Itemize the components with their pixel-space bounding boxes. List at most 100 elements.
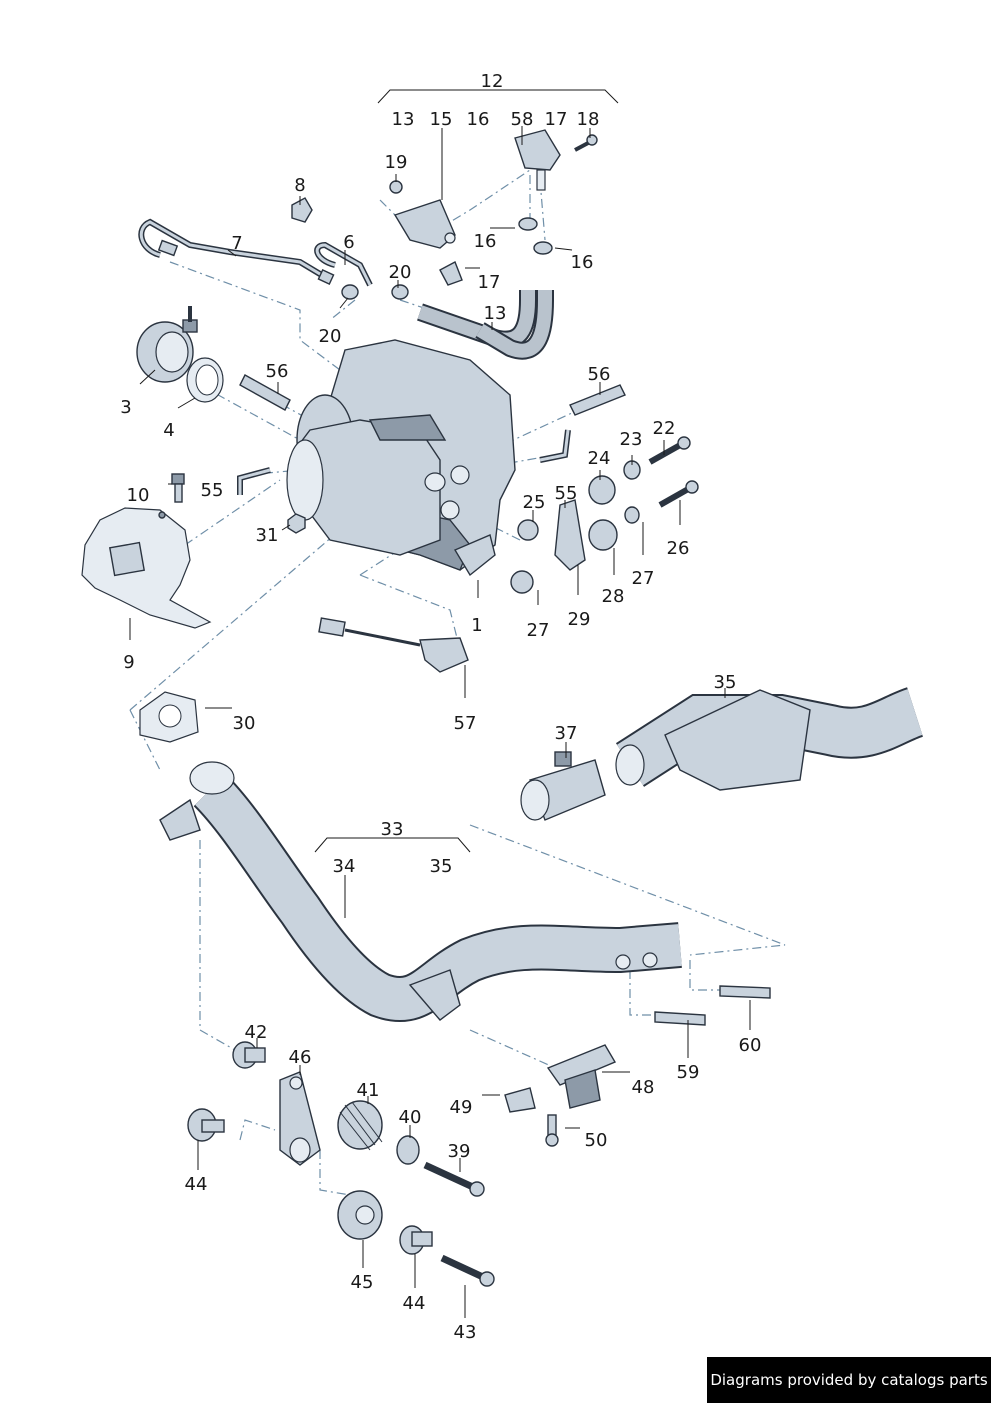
- bolt-43[interactable]: [440, 1254, 495, 1287]
- clip-nut[interactable]: [504, 1087, 536, 1113]
- callout-7[interactable]: 7: [231, 233, 242, 254]
- callout-35[interactable]: 35: [430, 856, 453, 877]
- bolt-39[interactable]: [423, 1161, 485, 1197]
- sensor-screw[interactable]: [574, 134, 598, 152]
- particulate-filter[interactable]: [286, 339, 516, 577]
- callout-33[interactable]: 33: [381, 819, 404, 840]
- mount-bolt[interactable]: [648, 436, 699, 508]
- nut[interactable]: [287, 513, 306, 534]
- callout-12[interactable]: 12: [481, 71, 504, 92]
- callout-34[interactable]: 34: [333, 856, 356, 877]
- callout-23[interactable]: 23: [620, 429, 643, 450]
- mount-bracket[interactable]: [554, 499, 586, 571]
- callout-35[interactable]: 35: [714, 672, 737, 693]
- front-pipe[interactable]: [159, 761, 682, 1022]
- sensor-pipe-right[interactable]: [539, 429, 571, 463]
- screw[interactable]: [171, 473, 185, 503]
- vacuum-hose[interactable]: [417, 290, 554, 360]
- callout-17[interactable]: 17: [545, 109, 568, 130]
- spacer-sleeve-42[interactable]: [232, 1041, 266, 1069]
- callout-29[interactable]: 29: [568, 609, 591, 630]
- sensor-pipe-left[interactable]: [237, 467, 271, 495]
- callout-22[interactable]: 22: [653, 418, 676, 439]
- hex-bolt-50[interactable]: [545, 1114, 559, 1147]
- rubber-mount[interactable]: [588, 475, 618, 551]
- callout-49[interactable]: 49: [450, 1097, 473, 1118]
- washer-40[interactable]: [396, 1135, 420, 1165]
- clip-small[interactable]: [389, 180, 403, 194]
- catalytic-converter[interactable]: [615, 687, 924, 791]
- callout-16[interactable]: 16: [571, 252, 594, 273]
- spring-41[interactable]: [337, 1100, 383, 1151]
- gasket[interactable]: [186, 357, 224, 403]
- heat-shield[interactable]: [81, 507, 212, 629]
- pressure-pipe-short[interactable]: [314, 241, 373, 287]
- temperature-sensor-59[interactable]: [654, 1011, 706, 1026]
- callout-48[interactable]: 48: [632, 1077, 655, 1098]
- callout-13[interactable]: 13: [392, 109, 415, 130]
- clip[interactable]: [291, 197, 313, 223]
- flange-gasket[interactable]: [139, 691, 199, 743]
- temperature-sensor-left[interactable]: [239, 374, 291, 411]
- callout-26[interactable]: 26: [667, 538, 690, 559]
- pressure-sensor[interactable]: [514, 129, 561, 191]
- callout-55[interactable]: 55: [555, 483, 578, 504]
- callout-13[interactable]: 13: [484, 303, 507, 324]
- callout-10[interactable]: 10: [127, 485, 150, 506]
- bracket[interactable]: [393, 199, 456, 249]
- callout-40[interactable]: 40: [399, 1107, 422, 1128]
- callout-3[interactable]: 3: [120, 397, 131, 418]
- washer[interactable]: [623, 460, 641, 524]
- callout-17[interactable]: 17: [478, 272, 501, 293]
- callout-16[interactable]: 16: [474, 231, 497, 252]
- pipe-clamp[interactable]: [520, 751, 606, 821]
- rubber-mount-45[interactable]: [337, 1190, 383, 1240]
- callout-44[interactable]: 44: [185, 1174, 208, 1195]
- callout-28[interactable]: 28: [602, 586, 625, 607]
- hanger-bracket[interactable]: [546, 1044, 617, 1109]
- callout-44[interactable]: 44: [403, 1293, 426, 1314]
- callout-46[interactable]: 46: [289, 1047, 312, 1068]
- callout-4[interactable]: 4: [163, 420, 174, 441]
- callout-19[interactable]: 19: [385, 152, 408, 173]
- callout-20[interactable]: 20: [389, 262, 412, 283]
- callout-9[interactable]: 9: [123, 652, 134, 673]
- callout-45[interactable]: 45: [351, 1272, 374, 1293]
- callout-16[interactable]: 16: [467, 109, 490, 130]
- callout-15[interactable]: 15: [430, 109, 453, 130]
- temperature-sensor-60[interactable]: [719, 985, 771, 999]
- callout-60[interactable]: 60: [739, 1035, 762, 1056]
- callout-42[interactable]: 42: [245, 1022, 268, 1043]
- callout-39[interactable]: 39: [448, 1141, 471, 1162]
- callout-30[interactable]: 30: [233, 713, 256, 734]
- pressure-pipe[interactable]: [138, 218, 335, 285]
- callout-43[interactable]: 43: [454, 1322, 477, 1343]
- callout-8[interactable]: 8: [294, 175, 305, 196]
- callout-58[interactable]: 58: [511, 109, 534, 130]
- callout-55[interactable]: 55: [201, 480, 224, 501]
- hose-clips[interactable]: [439, 217, 553, 286]
- callout-59[interactable]: 59: [677, 1062, 700, 1083]
- hose-clamp[interactable]: [341, 284, 409, 300]
- lambda-probe[interactable]: [318, 617, 469, 673]
- callout-56[interactable]: 56: [588, 364, 611, 385]
- callout-24[interactable]: 24: [588, 448, 611, 469]
- sleeve-44-left[interactable]: [187, 1108, 225, 1142]
- callout-57[interactable]: 57: [454, 713, 477, 734]
- mount-bracket-46[interactable]: [279, 1071, 321, 1166]
- callout-56[interactable]: 56: [266, 361, 289, 382]
- spacer-sleeve[interactable]: [510, 519, 539, 594]
- callout-31[interactable]: 31: [256, 525, 279, 546]
- callout-41[interactable]: 41: [357, 1080, 380, 1101]
- callout-1[interactable]: 1: [471, 615, 482, 636]
- callout-50[interactable]: 50: [585, 1130, 608, 1151]
- callout-27[interactable]: 27: [527, 620, 550, 641]
- callout-27[interactable]: 27: [632, 568, 655, 589]
- callout-25[interactable]: 25: [523, 492, 546, 513]
- callout-37[interactable]: 37: [555, 723, 578, 744]
- callout-20[interactable]: 20: [319, 326, 342, 347]
- callout-18[interactable]: 18: [577, 109, 600, 130]
- v-band-clamp[interactable]: [136, 306, 198, 383]
- temperature-sensor-right[interactable]: [569, 384, 626, 416]
- sleeve-44-right[interactable]: [399, 1225, 433, 1255]
